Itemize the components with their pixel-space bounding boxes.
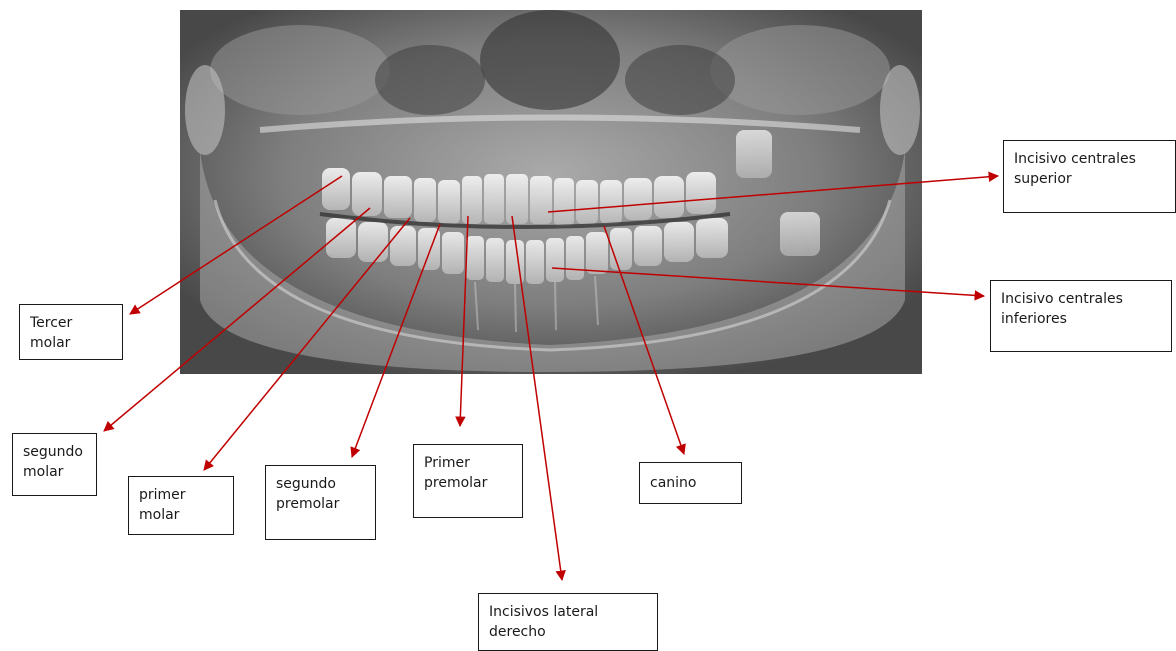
label-line: primer <box>139 485 223 505</box>
label-line: canino <box>650 473 731 493</box>
label-line: superior <box>1014 169 1165 189</box>
label-canino: canino <box>639 462 742 504</box>
xray-panel <box>180 10 922 374</box>
label-line: molar <box>139 505 223 525</box>
label-line: derecho <box>489 622 647 642</box>
label-line: molar <box>30 333 112 353</box>
label-segundo-molar: segundo molar <box>12 433 97 496</box>
label-primer-premolar: Primer premolar <box>413 444 523 518</box>
label-line: segundo <box>276 474 365 494</box>
label-primer-molar: primer molar <box>128 476 234 535</box>
label-line: molar <box>23 462 86 482</box>
label-tercer-molar: Tercer molar <box>19 304 123 360</box>
label-line: premolar <box>424 473 512 493</box>
label-incisivos-lateral-derecho: Incisivos lateral derecho <box>478 593 658 651</box>
label-line: Primer <box>424 453 512 473</box>
label-line: Incisivos lateral <box>489 602 647 622</box>
label-line: inferiores <box>1001 309 1161 329</box>
label-incisivo-centrales-superior: Incisivo centrales superior <box>1003 140 1176 213</box>
label-line: Incisivo centrales <box>1001 289 1161 309</box>
label-line: premolar <box>276 494 365 514</box>
label-incisivo-centrales-inferiores: Incisivo centrales inferiores <box>990 280 1172 352</box>
label-line: Tercer <box>30 313 112 333</box>
label-segundo-premolar: segundo premolar <box>265 465 376 540</box>
label-line: segundo <box>23 442 86 462</box>
label-line: Incisivo centrales <box>1014 149 1165 169</box>
